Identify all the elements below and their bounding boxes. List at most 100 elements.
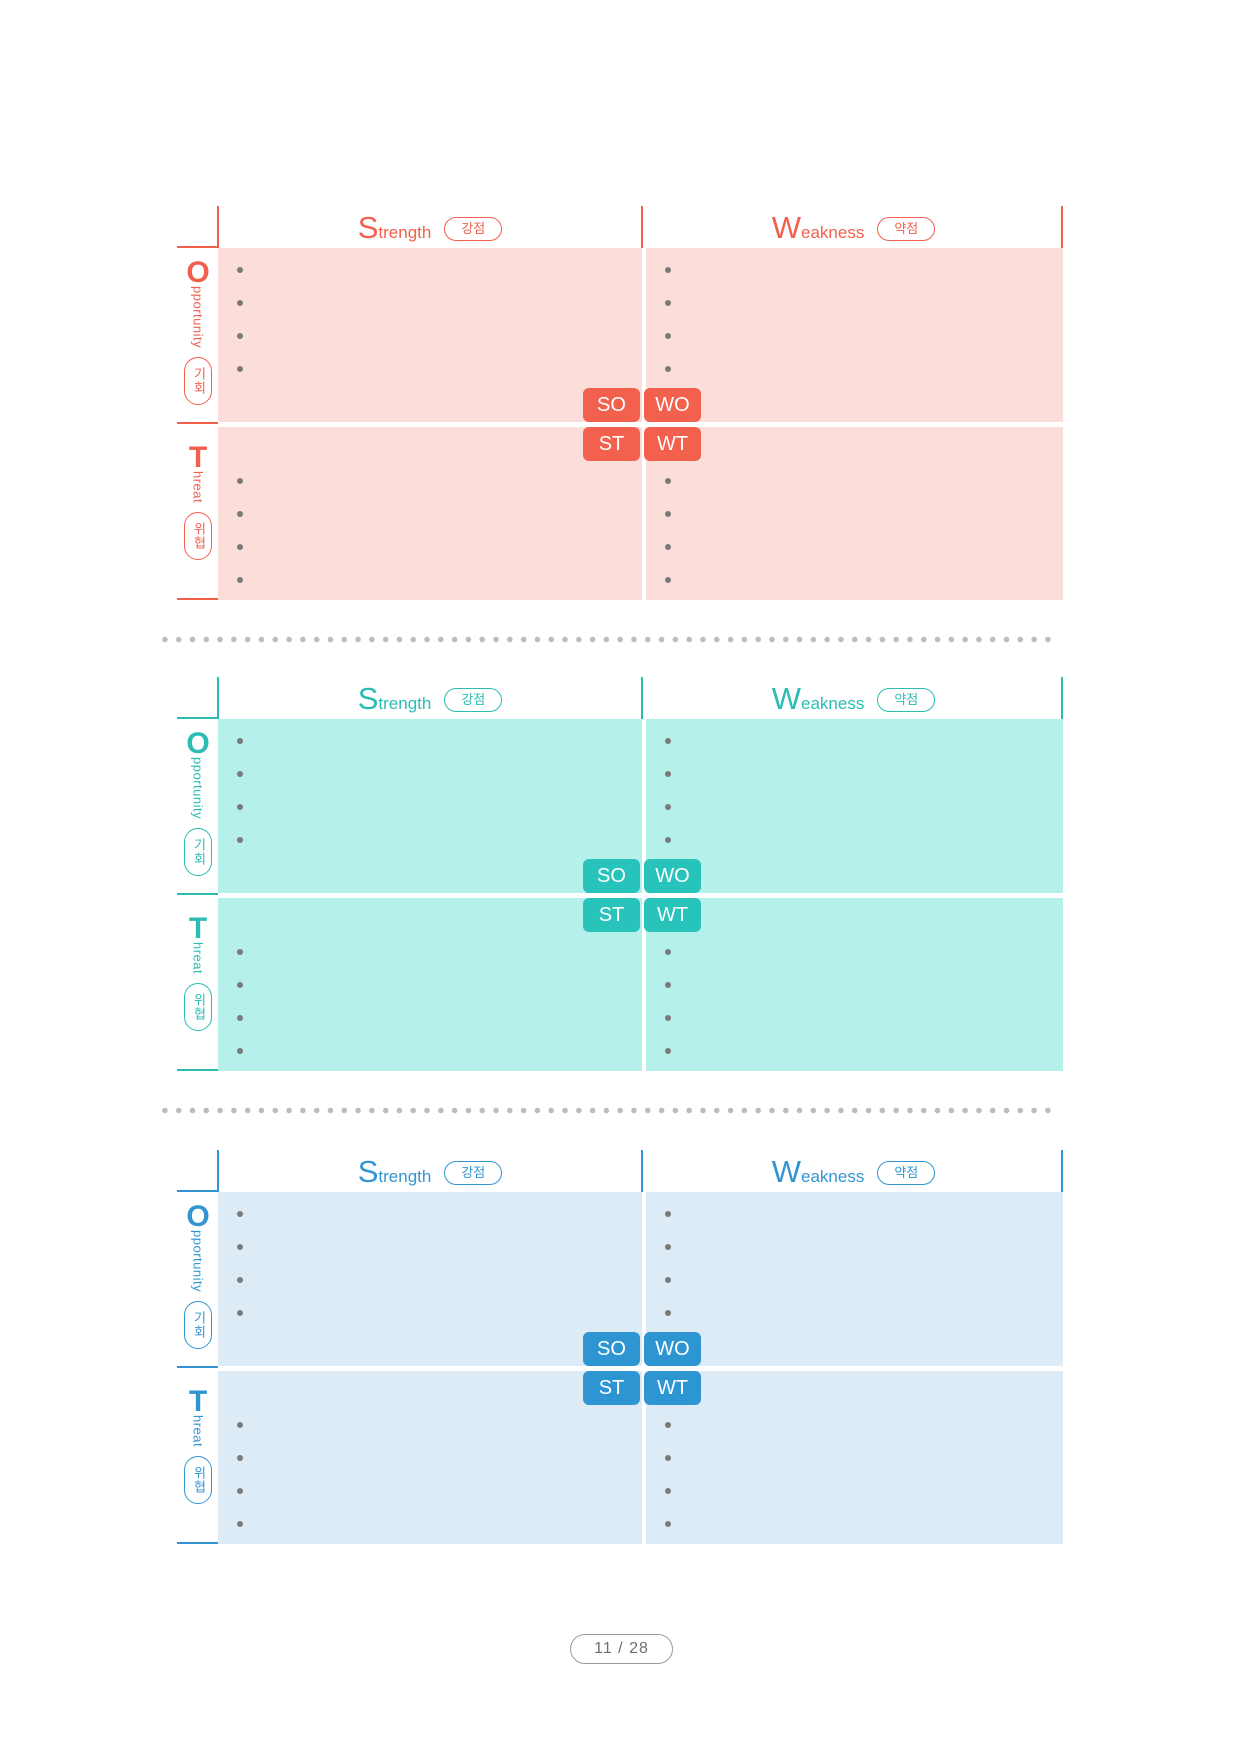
strength-initial: S <box>357 681 379 716</box>
bullet-point <box>237 1211 243 1217</box>
header-divider-line <box>641 1150 643 1192</box>
weakness-initial: W <box>771 1154 801 1189</box>
opportunity-initial: O <box>186 1200 210 1233</box>
strength-word: trength <box>378 223 432 242</box>
st-badge: ST <box>583 427 640 461</box>
header-divider-line <box>1061 677 1063 719</box>
bullet-point <box>237 1455 243 1461</box>
bullet-point <box>237 1244 243 1250</box>
quadrant-weakness-threat <box>646 898 1063 1071</box>
quadrant-weakness-threat <box>646 427 1063 600</box>
gutter-rule <box>177 1069 218 1071</box>
bullet-point <box>665 1488 671 1494</box>
bullet-point <box>665 1048 671 1054</box>
weakness-word: eakness <box>801 223 865 242</box>
bullet-point <box>665 577 671 583</box>
header-divider-line <box>641 206 643 248</box>
opportunity-row-label: O pportunity 기회 <box>177 727 219 877</box>
quadrant-strength-opportunity <box>218 719 642 893</box>
bullet-point <box>237 1488 243 1494</box>
threat-word: hreat <box>190 942 206 975</box>
bullet-point <box>237 949 243 955</box>
bullet-point <box>665 267 671 273</box>
bullet-point <box>665 1455 671 1461</box>
quadrant-weakness-opportunity <box>646 248 1063 422</box>
bullet-point <box>237 544 243 550</box>
bullet-point <box>665 771 671 777</box>
bullet-point <box>665 478 671 484</box>
so-badge: SO <box>583 859 640 893</box>
threat-initial: T <box>188 912 208 945</box>
threat-tag-badge: 위협 <box>183 983 213 1032</box>
header-divider-line <box>1061 206 1063 248</box>
bullet-point <box>665 1244 671 1250</box>
bullet-point <box>237 1310 243 1316</box>
gutter-rule <box>177 1366 218 1368</box>
so-badge: SO <box>583 388 640 422</box>
bullet-point <box>237 1277 243 1283</box>
dotted-separator <box>158 1107 1058 1114</box>
weakness-initial: W <box>771 681 801 716</box>
header-divider-line <box>217 677 219 719</box>
opportunity-row-label: O pportunity 기회 <box>177 256 219 406</box>
bullet-point <box>237 1048 243 1054</box>
bullet-point <box>665 804 671 810</box>
quadrant-strength-threat <box>218 898 642 1071</box>
quadrant-grid <box>218 719 1063 1071</box>
st-badge: ST <box>583 898 640 932</box>
threat-tag-badge: 위협 <box>183 512 213 561</box>
opportunity-tag-badge: 기회 <box>183 357 213 406</box>
bullet-point <box>665 1277 671 1283</box>
bullet-point <box>237 1422 243 1428</box>
weakness-word: eakness <box>801 1167 865 1186</box>
page-number-badge: 11 / 28 <box>570 1634 673 1664</box>
wo-badge: WO <box>644 1332 701 1366</box>
threat-tag-badge: 위협 <box>183 1456 213 1505</box>
gutter-rule <box>177 1190 218 1192</box>
quadrant-grid <box>218 1192 1063 1544</box>
bullet-point <box>237 267 243 273</box>
strength-initial: S <box>357 210 379 245</box>
bullet-point <box>665 1521 671 1527</box>
quadrant-grid <box>218 248 1063 600</box>
bullet-point <box>665 1211 671 1217</box>
bullet-point <box>237 771 243 777</box>
weakness-tag-badge: 약점 <box>877 217 936 241</box>
wt-badge: WT <box>644 427 701 461</box>
gutter-rule <box>177 422 218 424</box>
opportunity-initial: O <box>186 727 210 760</box>
bullet-point <box>237 1015 243 1021</box>
opportunity-tag-badge: 기회 <box>183 1301 213 1350</box>
so-badge: SO <box>583 1332 640 1366</box>
weakness-word: eakness <box>801 694 865 713</box>
page-number-text: 11 / 28 <box>594 1640 649 1657</box>
threat-row-label: T hreat 위협 <box>177 1387 219 1505</box>
gutter-rule <box>177 1542 218 1544</box>
bullet-point <box>665 511 671 517</box>
bullet-point <box>237 478 243 484</box>
bullet-point <box>665 1015 671 1021</box>
header-divider-line <box>641 677 643 719</box>
opportunity-initial: O <box>186 256 210 289</box>
gutter-rule <box>177 598 218 600</box>
bullet-point <box>237 738 243 744</box>
bullet-point <box>237 1521 243 1527</box>
bullet-point <box>665 300 671 306</box>
opportunity-tag-badge: 기회 <box>183 828 213 877</box>
wt-badge: WT <box>644 1371 701 1405</box>
bullet-point <box>665 544 671 550</box>
dotted-separator <box>158 636 1058 643</box>
bullet-point <box>237 333 243 339</box>
quadrant-strength-threat <box>218 427 642 600</box>
weakness-tag-badge: 약점 <box>877 1161 936 1185</box>
bullet-point <box>237 837 243 843</box>
